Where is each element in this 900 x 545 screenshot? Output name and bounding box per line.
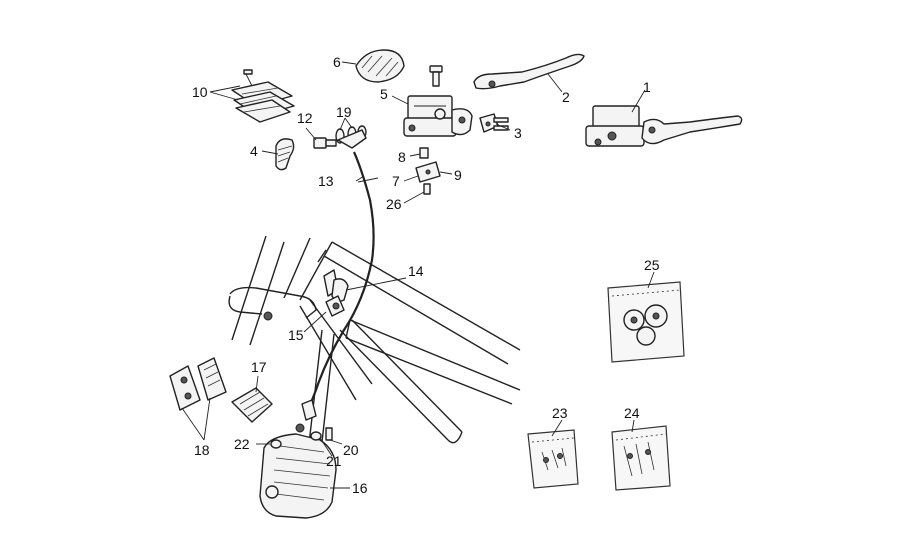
callout-21: 21 — [326, 453, 342, 469]
callout-25: 25 — [644, 257, 660, 273]
callout-17: 17 — [251, 359, 267, 375]
diaphragm-stack — [231, 69, 295, 123]
brake-pads — [169, 357, 227, 411]
master-cylinder-body — [403, 95, 473, 137]
reservoir-cap-screw — [429, 65, 443, 87]
reservoir-cover — [355, 49, 405, 83]
callout-numbers: 1 2 3 4 5 6 7 8 9 10 12 13 14 15 16 17 1… — [192, 54, 660, 496]
callout-2: 2 — [562, 89, 570, 105]
callout-4: 4 — [250, 143, 258, 159]
callout-9: 9 — [454, 167, 462, 183]
hose-guide-clips — [323, 269, 349, 317]
brake-caliper — [259, 423, 337, 519]
bleeder-screw — [270, 427, 333, 449]
clamp-screws — [479, 113, 509, 133]
anti-rattle-spring — [231, 387, 273, 423]
callout-15: 15 — [288, 327, 304, 343]
callout-23: 23 — [552, 405, 568, 421]
callout-7: 7 — [392, 173, 400, 189]
callout-1: 1 — [643, 79, 651, 95]
repair-kit-bag-25 — [607, 281, 685, 363]
callout-24: 24 — [624, 405, 640, 421]
callout-8: 8 — [398, 149, 406, 165]
callout-20: 20 — [343, 442, 359, 458]
dust-cap — [275, 138, 295, 171]
callout-12: 12 — [297, 110, 313, 126]
brake-lever — [473, 53, 585, 90]
banjo-bolt — [313, 137, 337, 149]
callout-6: 6 — [333, 54, 341, 70]
callout-14: 14 — [408, 263, 424, 279]
callout-22: 22 — [234, 436, 250, 452]
callout-10: 10 — [192, 84, 208, 100]
master-cylinder-assembly — [585, 105, 743, 147]
callout-3: 3 — [514, 125, 522, 141]
callout-5: 5 — [380, 86, 388, 102]
brake-light-switch — [415, 147, 441, 195]
motorcycle-frame — [228, 235, 521, 479]
callout-18: 18 — [194, 442, 210, 458]
callout-13: 13 — [318, 173, 334, 189]
callout-19: 19 — [336, 104, 352, 120]
callout-16: 16 — [352, 480, 368, 496]
leader-lines — [181, 61, 655, 489]
callout-26: 26 — [386, 196, 402, 212]
repair-kit-bag-23 — [527, 429, 579, 489]
repair-kit-bag-24 — [611, 425, 671, 491]
brake-hose — [301, 129, 375, 421]
